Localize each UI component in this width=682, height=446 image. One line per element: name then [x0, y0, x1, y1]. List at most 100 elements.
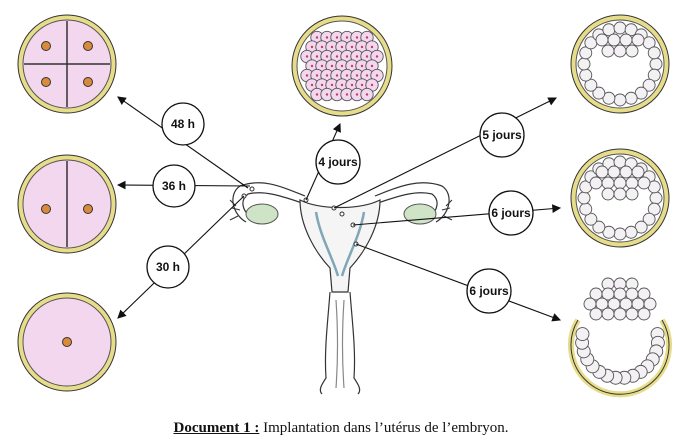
- inner-cell-mass-cell: [601, 187, 615, 201]
- morula-cell-nucleus: [350, 83, 354, 87]
- inner-cell-mass-cell: [637, 307, 651, 321]
- trophoblast-cell: [649, 191, 663, 205]
- trophoblast-cell: [647, 202, 661, 216]
- inner-cell-mass-cell: [613, 176, 627, 190]
- morula-cell-nucleus: [310, 64, 314, 68]
- morula-stage: [291, 15, 393, 117]
- morula-cell-nucleus: [360, 64, 364, 68]
- inner-cell-mass-cell: [625, 44, 639, 58]
- morula-cell-nucleus: [370, 45, 374, 49]
- svg-text:36 h: 36 h: [162, 179, 186, 193]
- inner-cell-mass-cell: [613, 307, 627, 321]
- inner-cell-mass-cell: [625, 176, 639, 190]
- morula-cell-nucleus: [355, 93, 359, 96]
- morula-cell-nucleus: [375, 74, 379, 77]
- morula-cell-nucleus: [350, 64, 354, 68]
- trophoblast-cell: [592, 86, 606, 100]
- morula-cell-nucleus: [360, 45, 364, 49]
- morula-cell-nucleus: [350, 45, 354, 49]
- caption-label: Document 1 :: [173, 420, 260, 436]
- inner-cell-mass-cell: [637, 287, 651, 301]
- morula-cell-nucleus: [325, 74, 329, 77]
- trophoblast-cell: [577, 191, 591, 205]
- trophoblast-cell: [579, 46, 593, 60]
- morula-cell-nucleus: [335, 55, 339, 58]
- blastocyst-hatched: [568, 277, 672, 398]
- inner-cell-mass-cell: [625, 187, 639, 201]
- morula-cell-nucleus: [305, 74, 309, 77]
- morula-cell-nucleus: [330, 83, 334, 87]
- trophoblast-cell: [577, 57, 591, 71]
- inner-cell-mass-cell: [589, 176, 603, 190]
- morula-cell-nucleus: [365, 74, 369, 77]
- trophoblast-cell: [624, 23, 638, 37]
- morula-cell-nucleus: [320, 83, 324, 87]
- trophoblast-cell: [642, 212, 656, 226]
- inner-cell-mass-cell: [631, 33, 645, 47]
- morula-cell-nucleus: [345, 74, 349, 77]
- morula-cell-nucleus: [330, 45, 334, 49]
- morula-cell-nucleus: [315, 74, 319, 77]
- trophoblast-cell: [584, 212, 598, 226]
- trophoblast-cell: [584, 78, 598, 92]
- trophoblast-cell: [579, 202, 593, 216]
- morula-cell-nucleus: [370, 83, 374, 87]
- inner-cell-mass-cell: [613, 44, 627, 58]
- inner-cell-mass-cell: [601, 307, 615, 321]
- trophoblast-cell: [647, 68, 661, 82]
- inner-cell-mass-cell: [637, 176, 651, 190]
- inner-cell-mass-cell: [595, 33, 609, 47]
- morula-cell-nucleus: [310, 83, 314, 87]
- svg-text:4 jours: 4 jours: [318, 155, 358, 169]
- trophoblast-cell: [602, 91, 616, 105]
- morula-cell-nucleus: [365, 36, 369, 39]
- inner-cell-mass-cell: [625, 307, 639, 321]
- trophoblast-cell: [634, 86, 648, 100]
- trophoblast-cell: [592, 220, 606, 234]
- svg-text:5 jours: 5 jours: [482, 128, 522, 142]
- morula-cell-nucleus: [325, 36, 329, 39]
- morula-cell-nucleus: [345, 93, 349, 96]
- svg-text:6 jours: 6 jours: [491, 206, 531, 220]
- inner-cell-mass-cell: [643, 297, 657, 311]
- morula-cell-nucleus: [335, 36, 339, 39]
- morula-cell-nucleus: [315, 93, 319, 96]
- morula-cell-nucleus: [370, 64, 374, 68]
- inner-cell-mass-cell: [589, 307, 603, 321]
- morula-cell-nucleus: [360, 83, 364, 87]
- trophoblast-cell: [575, 327, 590, 342]
- morula-cell-nucleus: [355, 55, 359, 58]
- morula-cell-nucleus: [305, 55, 309, 58]
- embryo-position-dots: [241, 186, 359, 247]
- time-label-6-jours-b: 6 jours: [466, 268, 512, 314]
- embryo-4-cell-stage: [17, 14, 117, 114]
- time-label-36h: 36 h: [152, 164, 196, 208]
- morula-cell-nucleus: [375, 55, 379, 58]
- trophoblast-cell: [613, 21, 627, 35]
- svg-text:48 h: 48 h: [171, 117, 195, 131]
- trophoblast-cell: [602, 225, 616, 239]
- trophoblast-cell: [613, 93, 627, 107]
- blastocyst-hatching: [570, 148, 670, 248]
- time-label-4-jours: 4 jours: [315, 139, 361, 185]
- morula-cell-nucleus: [355, 74, 359, 77]
- morula-cell-nucleus: [340, 64, 344, 68]
- trophoblast-cell: [647, 46, 661, 60]
- morula-cell-nucleus: [335, 93, 339, 96]
- morula-cell-nucleus: [320, 45, 324, 49]
- inner-cell-mass-cell: [601, 44, 615, 58]
- inner-cell-mass-cell: [631, 165, 645, 179]
- morula-cell-nucleus: [315, 55, 319, 58]
- morula-cell-nucleus: [340, 83, 344, 87]
- morula-cell-nucleus: [345, 36, 349, 39]
- morula-cell-nucleus: [345, 55, 349, 58]
- svg-text:30 h: 30 h: [156, 260, 180, 274]
- trophoblast-cell: [624, 91, 638, 105]
- trophoblast-cell: [642, 78, 656, 92]
- inner-cell-mass-cell: [607, 33, 621, 47]
- time-label-30h: 30 h: [146, 245, 190, 289]
- inner-cell-mass-cell: [607, 165, 621, 179]
- trophoblast-cell: [634, 220, 648, 234]
- inner-cell-mass-cell: [595, 165, 609, 179]
- trophoblast-cell: [649, 57, 663, 71]
